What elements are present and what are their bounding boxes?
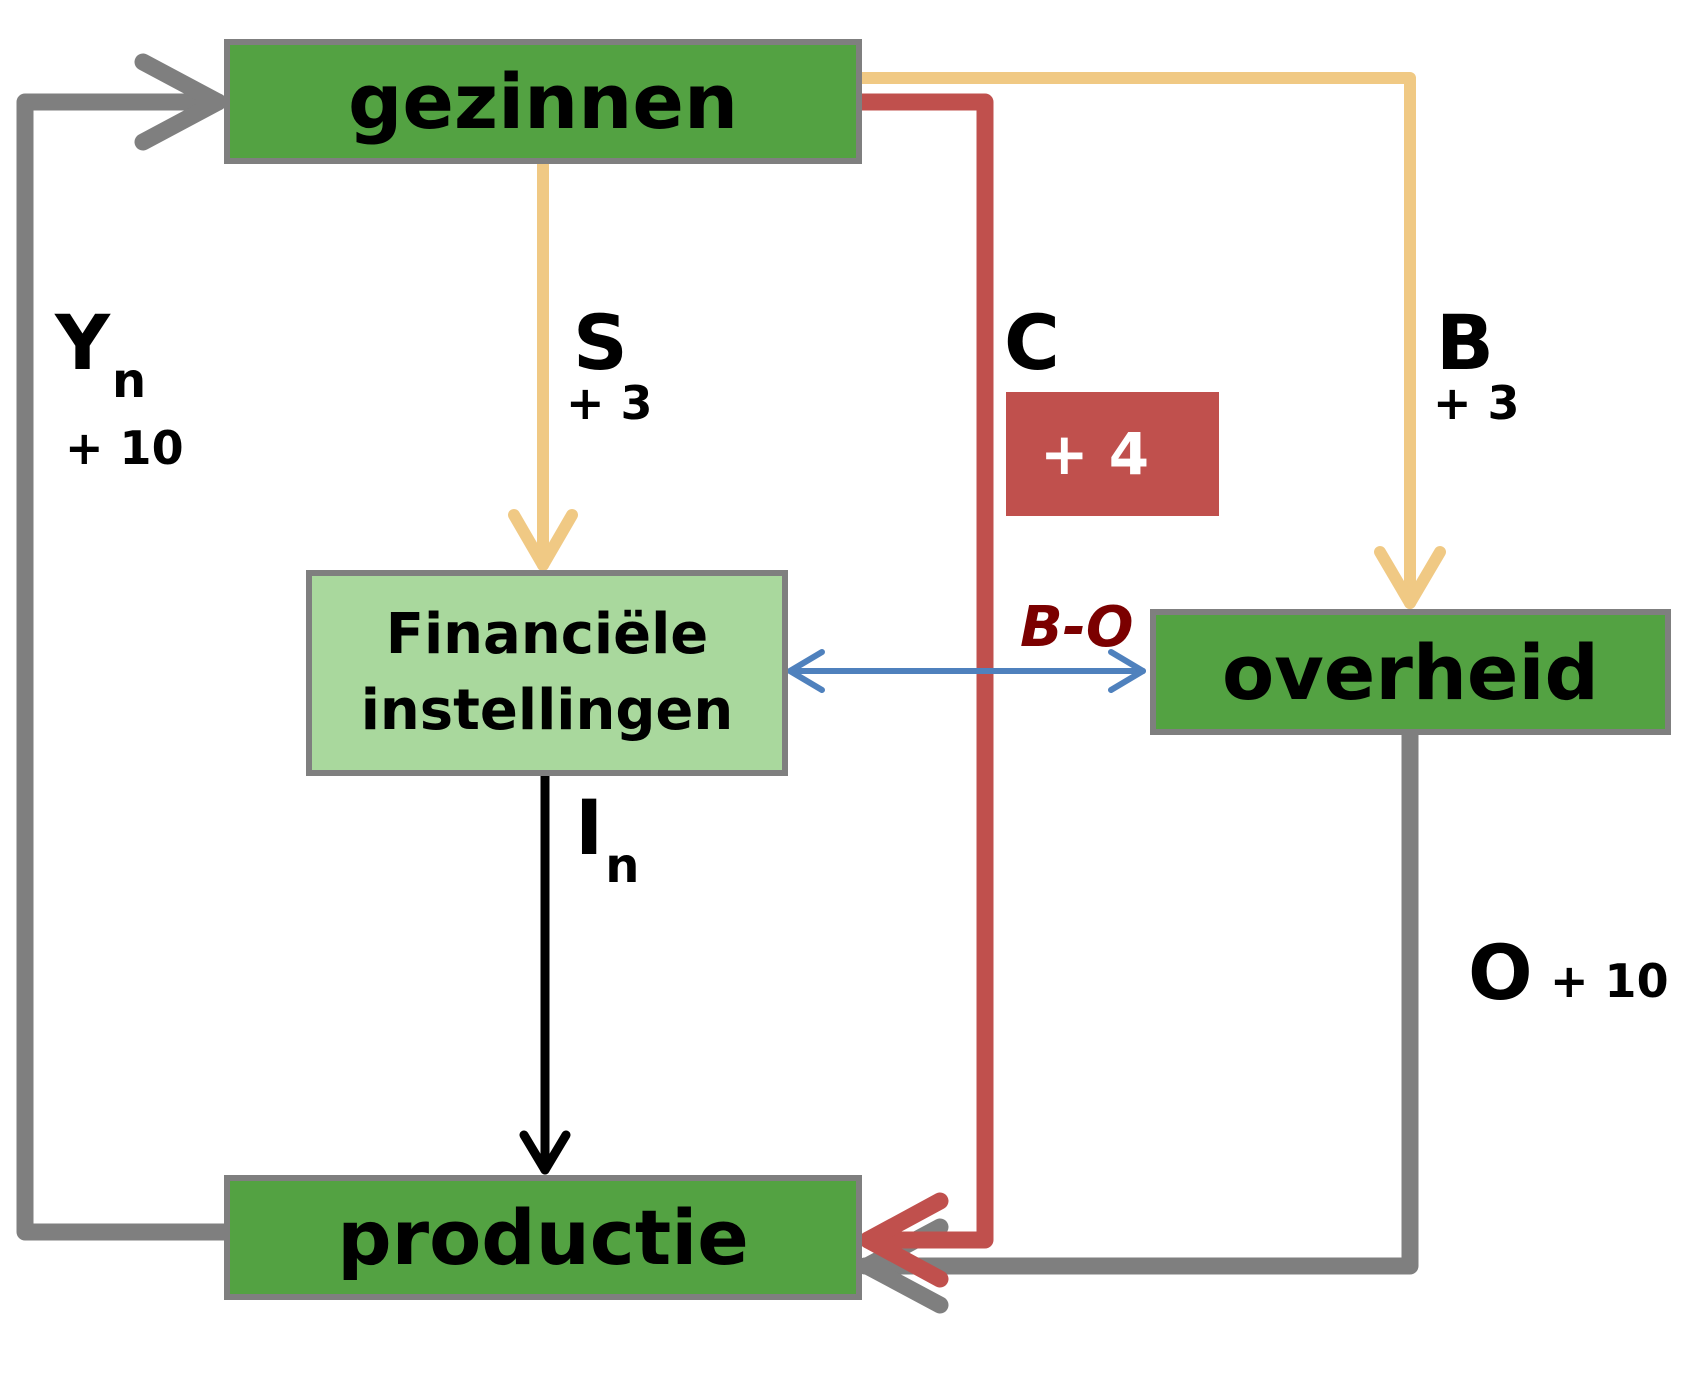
o-change: + 10 bbox=[1550, 954, 1669, 1008]
s-change: + 3 bbox=[566, 376, 653, 430]
node-productie: productie bbox=[224, 1175, 862, 1300]
yn-change: + 10 bbox=[65, 421, 184, 475]
yn-symbol: Yn bbox=[55, 305, 146, 406]
o-symbol: O bbox=[1468, 928, 1533, 1017]
b-flow-line bbox=[849, 72, 1416, 609]
node-overheid: overheid bbox=[1150, 609, 1671, 735]
yn-subscript: n bbox=[112, 353, 147, 409]
c-flow-arrowhead bbox=[859, 1192, 949, 1288]
node-overheid-label: overheid bbox=[1222, 627, 1599, 717]
bo-label: B-O bbox=[1020, 595, 1134, 660]
yn-symbol-letter: Y bbox=[55, 298, 111, 387]
c-change: + 4 bbox=[1040, 420, 1150, 488]
o-flow-line bbox=[856, 726, 1419, 1275]
in-symbol-letter: I bbox=[575, 783, 604, 872]
c-change-badge: + 4 bbox=[1006, 392, 1219, 516]
b-symbol: B bbox=[1436, 298, 1494, 387]
s-symbol: S bbox=[573, 298, 628, 387]
node-gezinnen: gezinnen bbox=[224, 39, 862, 164]
in-flow-arrowhead bbox=[519, 1130, 571, 1175]
in-subscript: n bbox=[605, 838, 640, 894]
yn-flow-line bbox=[16, 93, 236, 1241]
c-symbol: C bbox=[1004, 298, 1060, 387]
bo-arrowhead-right bbox=[1108, 649, 1146, 693]
node-financiele-label: Financiële instellingen bbox=[360, 602, 734, 743]
node-financiele-instellingen: Financiële instellingen bbox=[306, 570, 788, 776]
b-flow-arrowhead bbox=[1374, 546, 1446, 609]
yn-flow-arrowhead bbox=[134, 53, 227, 151]
in-symbol: In bbox=[575, 790, 639, 891]
b-change: + 3 bbox=[1433, 376, 1520, 430]
bo-arrowhead-left bbox=[787, 649, 825, 693]
s-flow-arrowhead bbox=[508, 509, 578, 571]
node-gezinnen-label: gezinnen bbox=[347, 57, 739, 146]
node-productie-label: productie bbox=[337, 1193, 749, 1282]
